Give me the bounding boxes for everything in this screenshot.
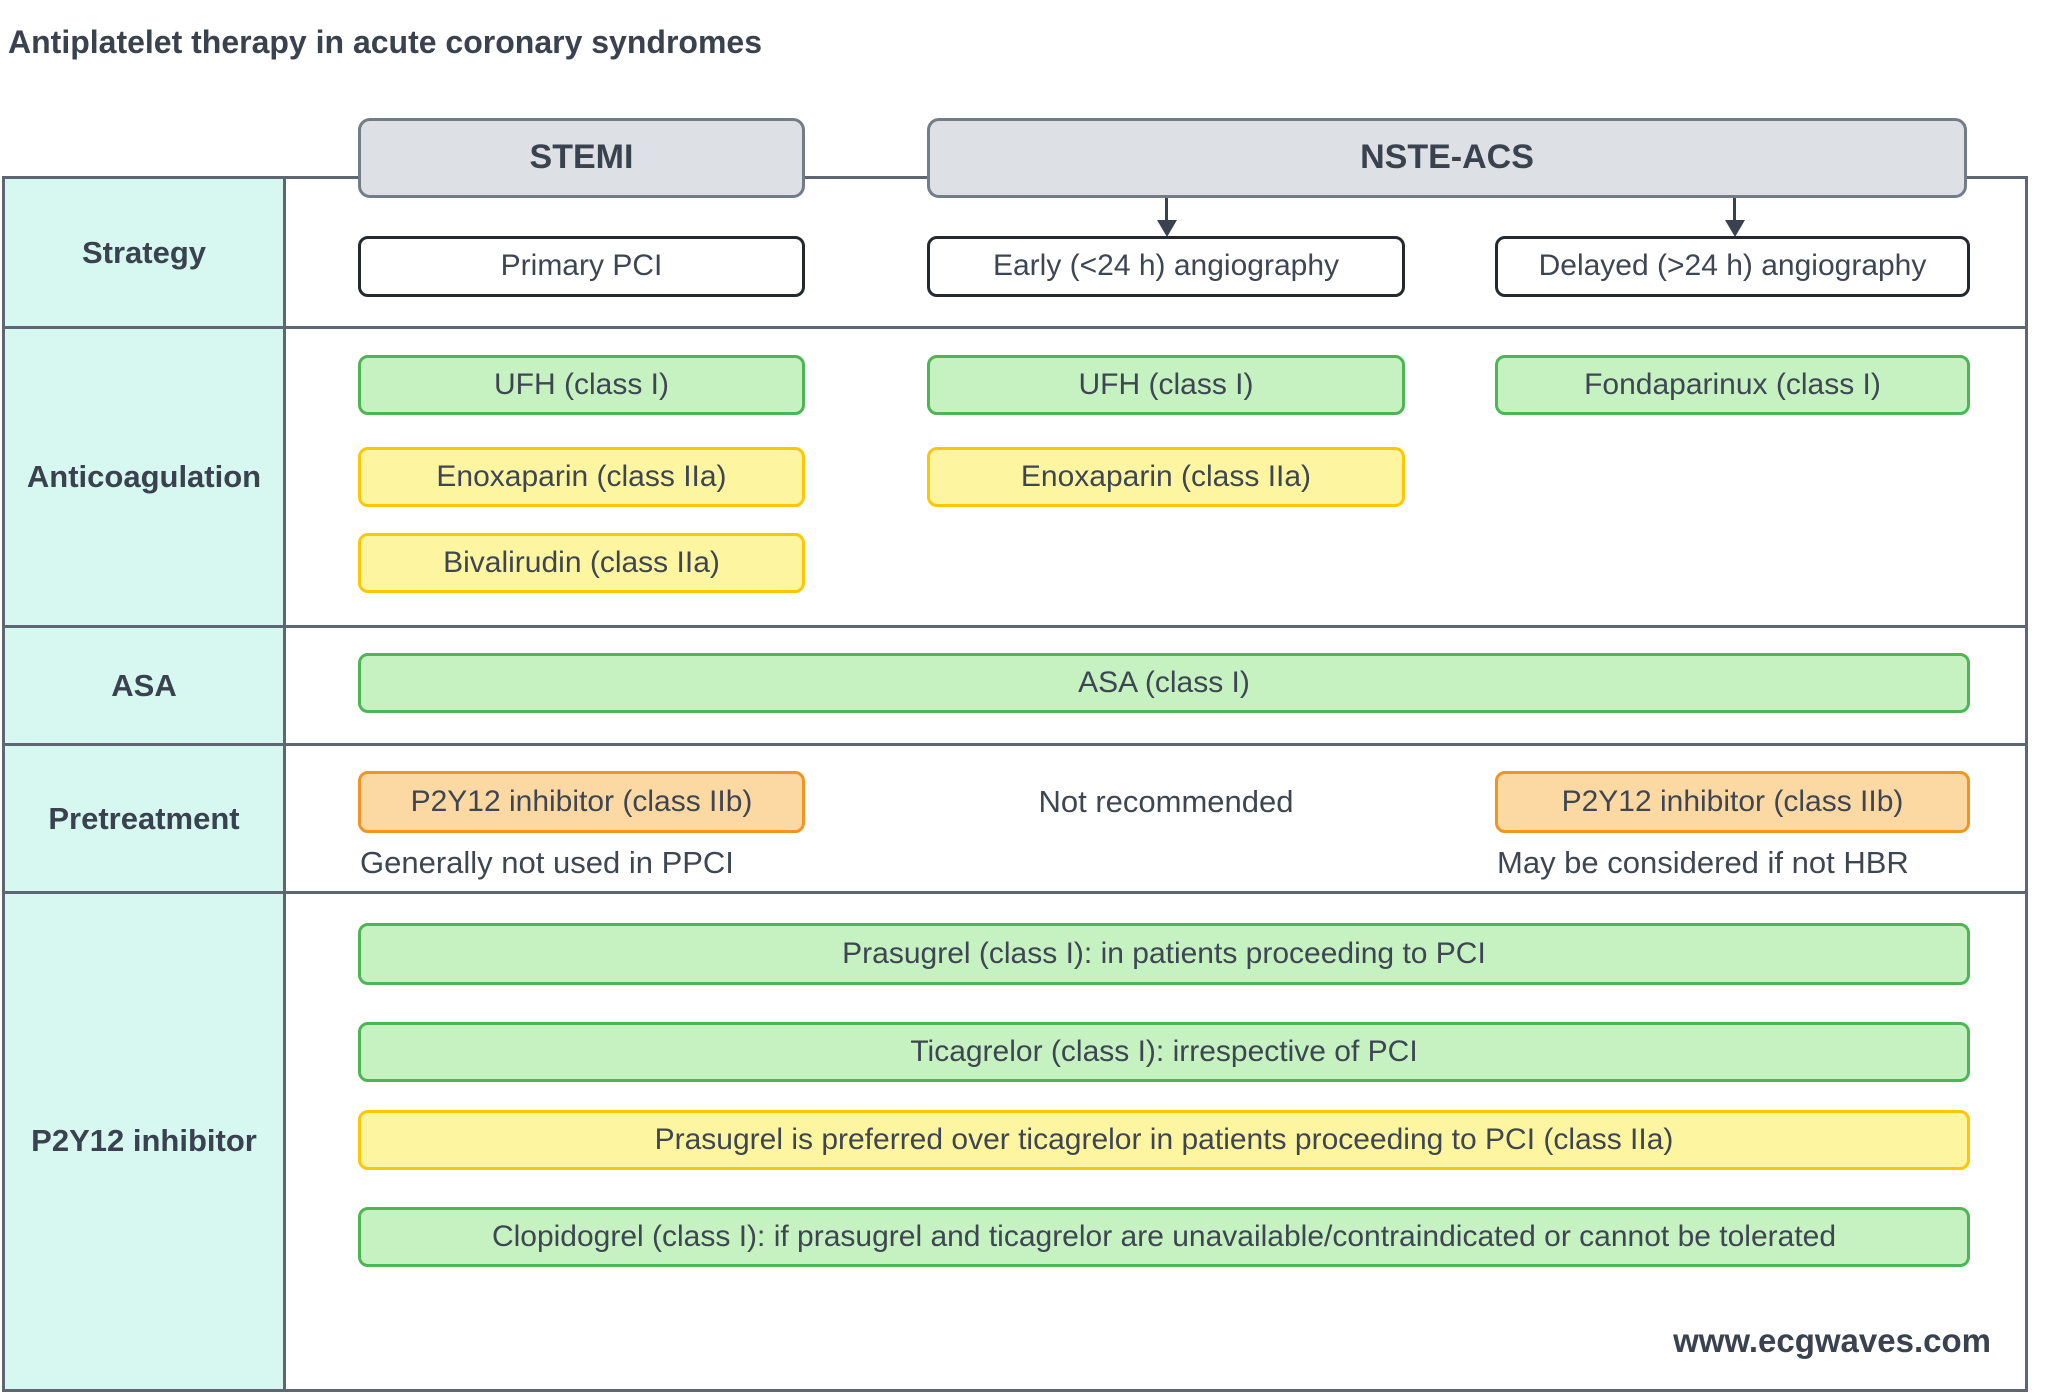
note-generally-not-used: Generally not used in PPCI: [360, 845, 734, 880]
box-fondaparinux-delayed: Fondaparinux (class I): [1495, 355, 1970, 415]
row-label-strategy: Strategy: [81, 234, 207, 270]
box-enoxaparin-early: Enoxaparin (class IIa): [927, 447, 1405, 507]
arrow-down-icon: [1157, 220, 1177, 237]
arrow-down-icon: [1725, 220, 1745, 237]
box-bivalirudin-stemi: Bivalirudin (class IIa): [358, 533, 805, 593]
page-title: Antiplatelet therapy in acute coronary s…: [8, 24, 762, 60]
box-primary-pci: Primary PCI: [358, 236, 805, 297]
box-asa-all-columns: ASA (class I): [358, 653, 1970, 713]
row-divider: [5, 326, 2025, 329]
row-label-asa: ASA: [111, 667, 177, 703]
note-may-be-considered: May be considered if not HBR: [1497, 845, 1909, 880]
box-ticagrelor: Ticagrelor (class I): irrespective of PC…: [358, 1022, 1970, 1082]
box-prasugrel: Prasugrel (class I): in patients proceed…: [358, 923, 1970, 985]
arrow-down-icon: [1165, 198, 1168, 222]
watermark-ecgwaves: www.ecgwaves.com: [1673, 1322, 1991, 1359]
row-divider: [5, 743, 2025, 746]
arrow-down-icon: [1733, 198, 1736, 222]
box-p2y12-pretreatment-stemi: P2Y12 inhibitor (class IIb): [358, 771, 805, 833]
box-delayed-angiography: Delayed (>24 h) angiography: [1495, 236, 1970, 297]
row-label-anticoagulation: Anticoagulation: [26, 459, 262, 494]
row-label-p2y12: P2Y12 inhibitor: [31, 1123, 257, 1158]
box-enoxaparin-stemi: Enoxaparin (class IIa): [358, 447, 805, 507]
column-header-stemi: STEMI: [358, 118, 805, 198]
box-ufh-early: UFH (class I): [927, 355, 1405, 415]
text-not-recommended: Not recommended: [1038, 784, 1294, 819]
box-early-angiography: Early (<24 h) angiography: [927, 236, 1405, 297]
box-clopidogrel: Clopidogrel (class I): if prasugrel and …: [358, 1207, 1970, 1267]
box-p2y12-pretreatment-delayed: P2Y12 inhibitor (class IIb): [1495, 771, 1970, 833]
row-label-pretreatment: Pretreatment: [48, 800, 240, 836]
box-prasugrel-preferred: Prasugrel is preferred over ticagrelor i…: [358, 1110, 1970, 1170]
box-ufh-stemi: UFH (class I): [358, 355, 805, 415]
row-divider: [5, 891, 2025, 894]
row-label-column: [5, 179, 286, 1389]
row-divider: [5, 625, 2025, 628]
column-header-nste-acs: NSTE-ACS: [927, 118, 1967, 198]
